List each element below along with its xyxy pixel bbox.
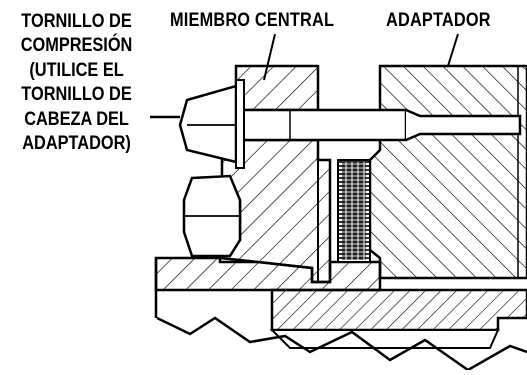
adapter-body [368,64,527,280]
center-member-label: MIEMBRO CENTRAL [170,10,335,31]
center-member-leader-line [263,33,276,81]
lower-hub [269,288,527,349]
center-member-upper [218,64,332,284]
screw-callout-label: TORNILLO DE COMPRESIÓN (UTILICE EL TORNI… [0,10,153,156]
gap-lines [317,160,371,282]
adapter-leader-line [447,33,459,67]
lower-nut [182,174,242,258]
screw-label-line-4: TORNILLO DE [21,84,132,106]
screw-label-line-3: (UTILICE EL [29,59,124,81]
screw-shank [234,108,522,142]
screw-label-line-5: CABEZA DEL [24,108,129,130]
elastomer-insert [337,159,371,263]
screw-label-line-2: COMPRESIÓN [20,35,133,57]
screw-label-line-1: TORNILLO DE [21,11,132,32]
screw-label-line-6: ADAPTADOR) [22,133,131,155]
break-line [154,258,527,372]
adapter-label: ADAPTADOR [386,10,491,31]
screw-head [178,79,245,169]
